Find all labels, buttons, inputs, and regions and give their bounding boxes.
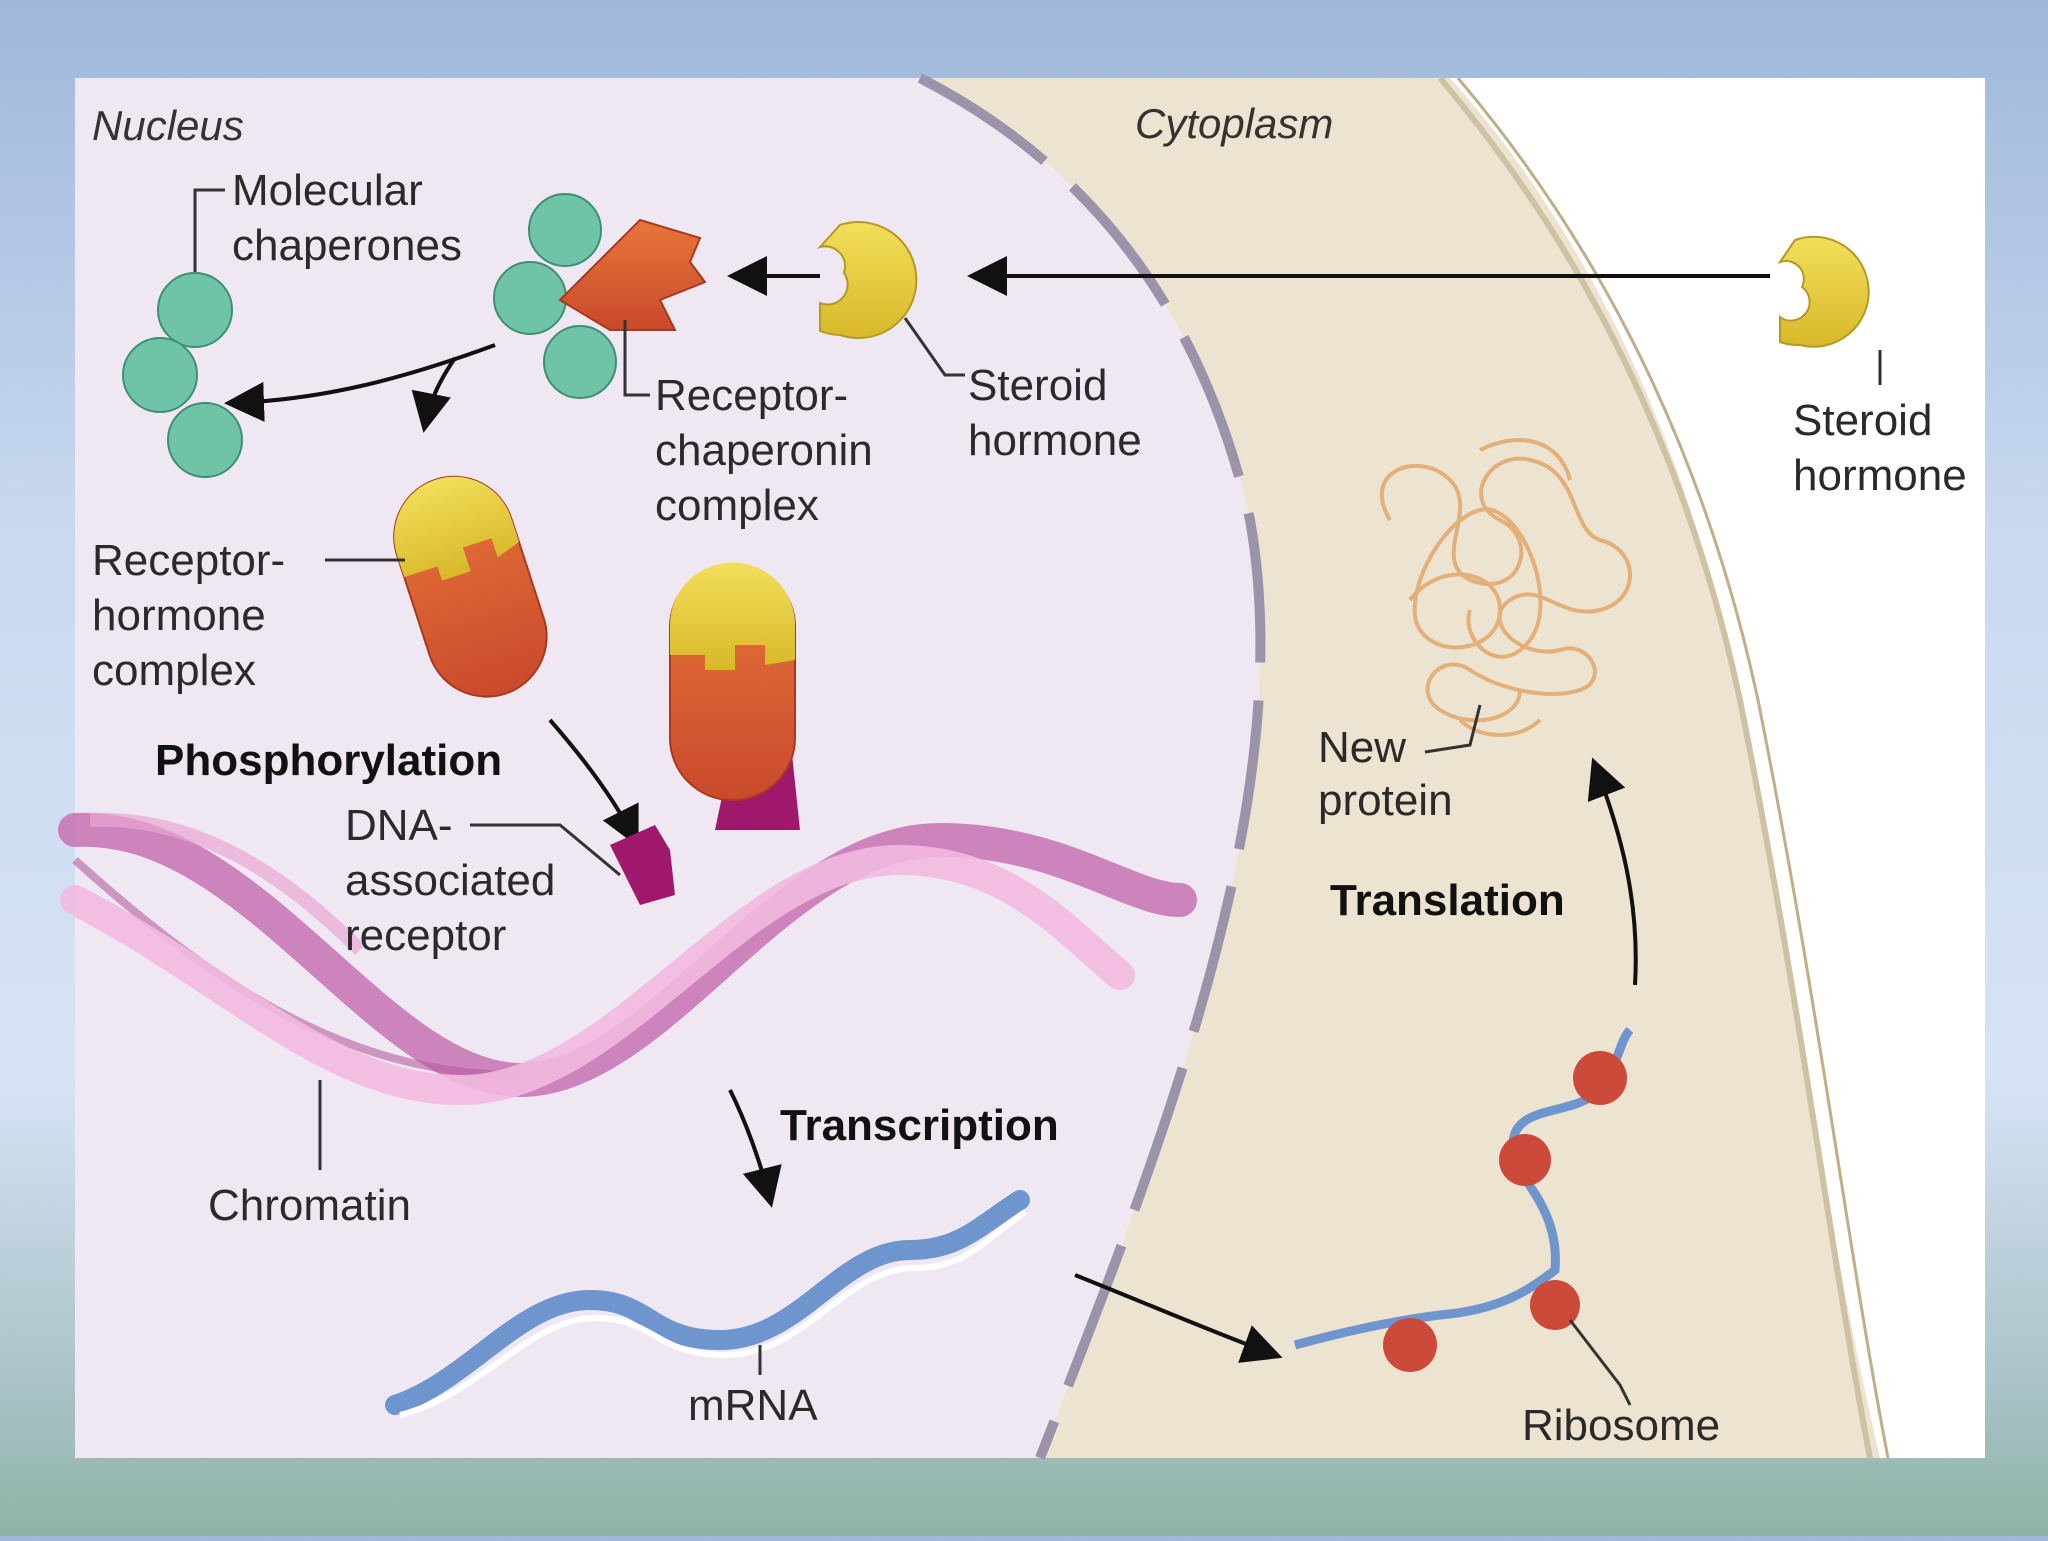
receptor-hormone-label-line1: Receptor-: [92, 536, 285, 585]
transcription-arrow: [728, 1089, 782, 1208]
receptor-chaperonin-label-line1: Receptor-: [655, 371, 848, 420]
receptor-hormone-complex: [393, 475, 548, 698]
dna-associated-receptor: [669, 562, 800, 830]
ribosome-3: [1499, 1134, 1551, 1186]
translation-label: Translation: [1330, 876, 1565, 925]
molecular-chaperones-leader: [193, 188, 225, 272]
transcription-label: Transcription: [780, 1101, 1059, 1150]
phosphorylation-arrow: [548, 718, 639, 848]
new-protein-label-line1: New: [1318, 723, 1406, 772]
dna-receptor-label-line3: receptor: [345, 911, 506, 960]
receptor-hormone-label-line2: hormone: [92, 591, 266, 640]
dna-receptor-label-line1: DNA-: [345, 801, 453, 850]
steroid-hormone-nucleus: [816, 221, 918, 339]
dna-receptor-label-line2: associated: [345, 856, 555, 905]
ribosome-leader: [1568, 1319, 1632, 1406]
receptor-chaperonin-label-line2: chaperonin: [655, 426, 873, 475]
chaperone-release-arrow: [224, 343, 496, 422]
plasma-membrane: [1437, 76, 1873, 1459]
molecular-chaperones: [122, 272, 243, 478]
chromatin: [58, 812, 1197, 1106]
nucleus-label: Nucleus: [92, 102, 244, 149]
ribosome-2: [1530, 1280, 1580, 1330]
dna-receptor-leader: [470, 823, 621, 877]
molecular-chaperones-label-line1: Molecular: [232, 166, 423, 215]
receptor-hormone-label-line3: complex: [92, 646, 256, 695]
steroid-hormone-outside-label-line2: hormone: [1793, 451, 1967, 500]
steroid-hormone-nucleus-label-line1: Steroid: [968, 361, 1107, 410]
dna-associated-receptor-base: [610, 825, 675, 905]
new-protein: [1380, 438, 1632, 737]
nuclear-envelope: [917, 73, 1266, 1460]
plasma-membrane-inner: [1456, 77, 1890, 1459]
steroid-hormone-outside-label-line1: Steroid: [1793, 396, 1932, 445]
phosphorylation-label: Phosphorylation: [155, 736, 502, 785]
molecular-chaperones-label-line2: chaperones: [232, 221, 462, 270]
mrna-export-arrow: [1074, 1273, 1283, 1363]
receptor-chaperonin-leader: [623, 320, 650, 397]
cytoplasm-label: Cytoplasm: [1135, 100, 1333, 147]
steroid-hormone-outside: [1777, 235, 1882, 385]
mrna: [385, 1190, 1030, 1418]
mrna-label: mRNA: [688, 1381, 818, 1430]
steroid-hormone-nucleus-label-line2: hormone: [968, 416, 1142, 465]
receptor-chaperonin-label-line3: complex: [655, 481, 819, 530]
new-protein-leader: [1424, 704, 1482, 754]
new-protein-label-line2: protein: [1318, 776, 1453, 825]
steroid-hormone-nucleus-leader: [903, 317, 965, 377]
nucleus-region: [75, 78, 1261, 1458]
translation-arrow: [1587, 757, 1638, 986]
cytoplasm-region: [920, 78, 1880, 1458]
complex-formation-arrow: [411, 356, 457, 433]
chromatin-label: Chromatin: [208, 1181, 411, 1230]
receptor-chaperonin-complex: [493, 193, 707, 399]
ribosome-label: Ribosome: [1522, 1401, 1720, 1450]
ribosome-4: [1573, 1051, 1627, 1105]
ribosome-1: [1383, 1318, 1437, 1372]
